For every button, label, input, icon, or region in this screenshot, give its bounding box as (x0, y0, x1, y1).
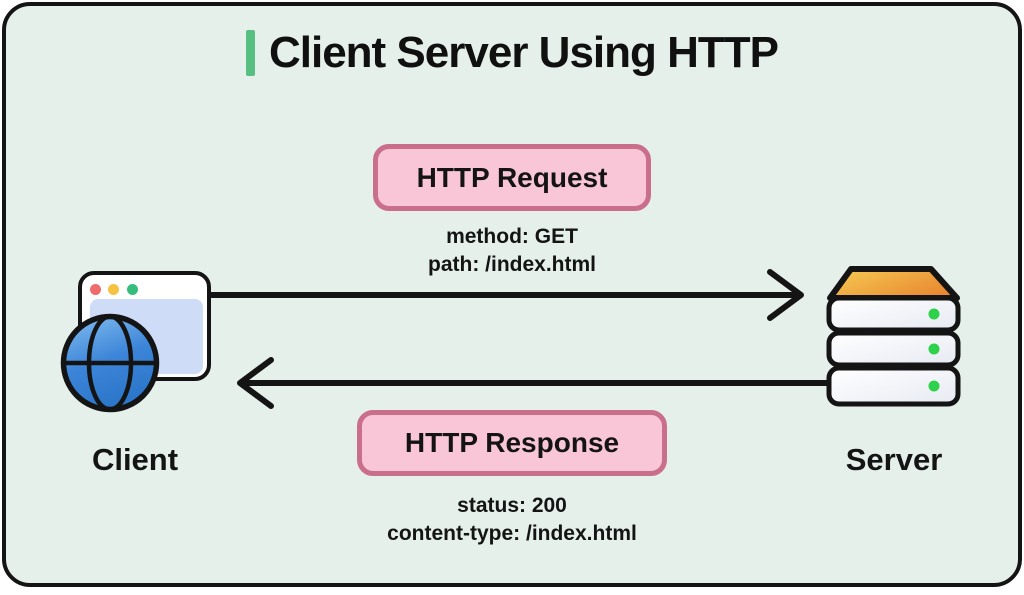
title-accent-bar (245, 30, 255, 76)
window-dot-red-icon (90, 284, 101, 295)
server-slab-2 (826, 330, 961, 368)
server-slab-1 (826, 295, 961, 333)
globe-icon (60, 313, 160, 413)
http-response-box: HTTP Response (357, 410, 667, 476)
window-dot-yellow-icon (108, 284, 119, 295)
server-slab-3 (826, 365, 961, 407)
server-led-2-icon (928, 343, 940, 355)
client-label: Client (91, 442, 179, 477)
page-title: Client Server Using HTTP (268, 28, 779, 77)
diagram-panel: Client Server Using HTTP HTTP Request me… (2, 2, 1022, 587)
title-row: Client Server Using HTTP (6, 28, 1018, 78)
http-request-box: HTTP Request (373, 144, 651, 211)
request-path: path: /index.html (428, 253, 596, 276)
window-dot-green-icon (127, 284, 138, 295)
response-arrow (237, 357, 835, 409)
server-icon (826, 266, 961, 407)
server-led-3-icon (928, 380, 940, 392)
request-method: method: GET (446, 225, 578, 248)
http-response-label: HTTP Response (404, 427, 620, 458)
http-request-label: HTTP Request (416, 161, 608, 193)
response-details: status: 200 content-type: /index.html (387, 492, 637, 548)
response-content-type: content-type: /index.html (387, 522, 637, 545)
server-led-1-icon (928, 308, 940, 320)
client-icon (60, 271, 211, 413)
request-details: method: GET path: /index.html (428, 223, 596, 279)
server-top-icon (827, 266, 960, 301)
response-status: status: 200 (457, 494, 567, 517)
server-label: Server (845, 442, 943, 477)
